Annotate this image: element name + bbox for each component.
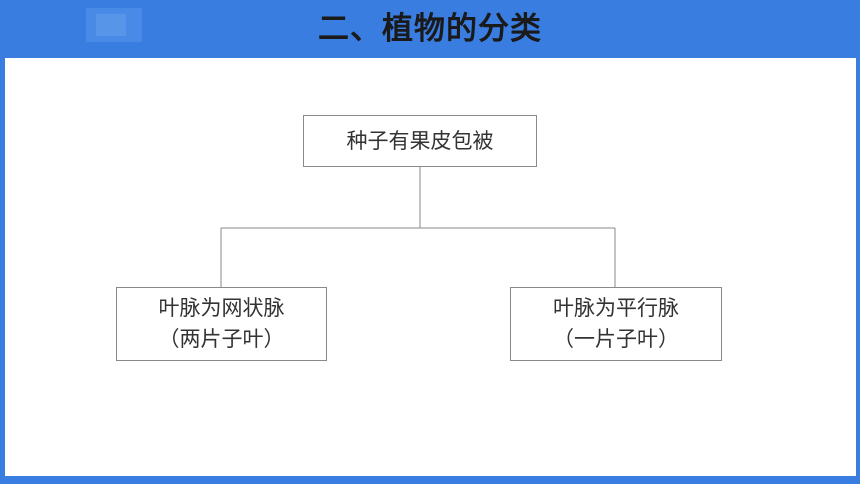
child-node-line1: 叶脉为网状脉 — [158, 296, 285, 320]
connector-lines — [220, 167, 616, 287]
diagram-canvas: 种子有果皮包被 叶脉为网状脉 （两片子叶） 叶脉为平行脉 （一片子叶） — [5, 58, 856, 476]
child-node-line2: （一片子叶） — [553, 327, 679, 351]
root-node-label: 种子有果皮包被 — [346, 128, 494, 153]
child-node-line2: （两片子叶） — [158, 327, 285, 351]
page-title: 二、植物的分类 — [318, 11, 542, 47]
header-logo-placeholder — [86, 8, 142, 42]
child-node-reticulate: 叶脉为网状脉 （两片子叶） — [116, 287, 327, 361]
child-node-line1: 叶脉为平行脉 — [553, 296, 679, 320]
root-node: 种子有果皮包被 — [303, 115, 537, 167]
child-node-parallel: 叶脉为平行脉 （一片子叶） — [510, 287, 722, 361]
